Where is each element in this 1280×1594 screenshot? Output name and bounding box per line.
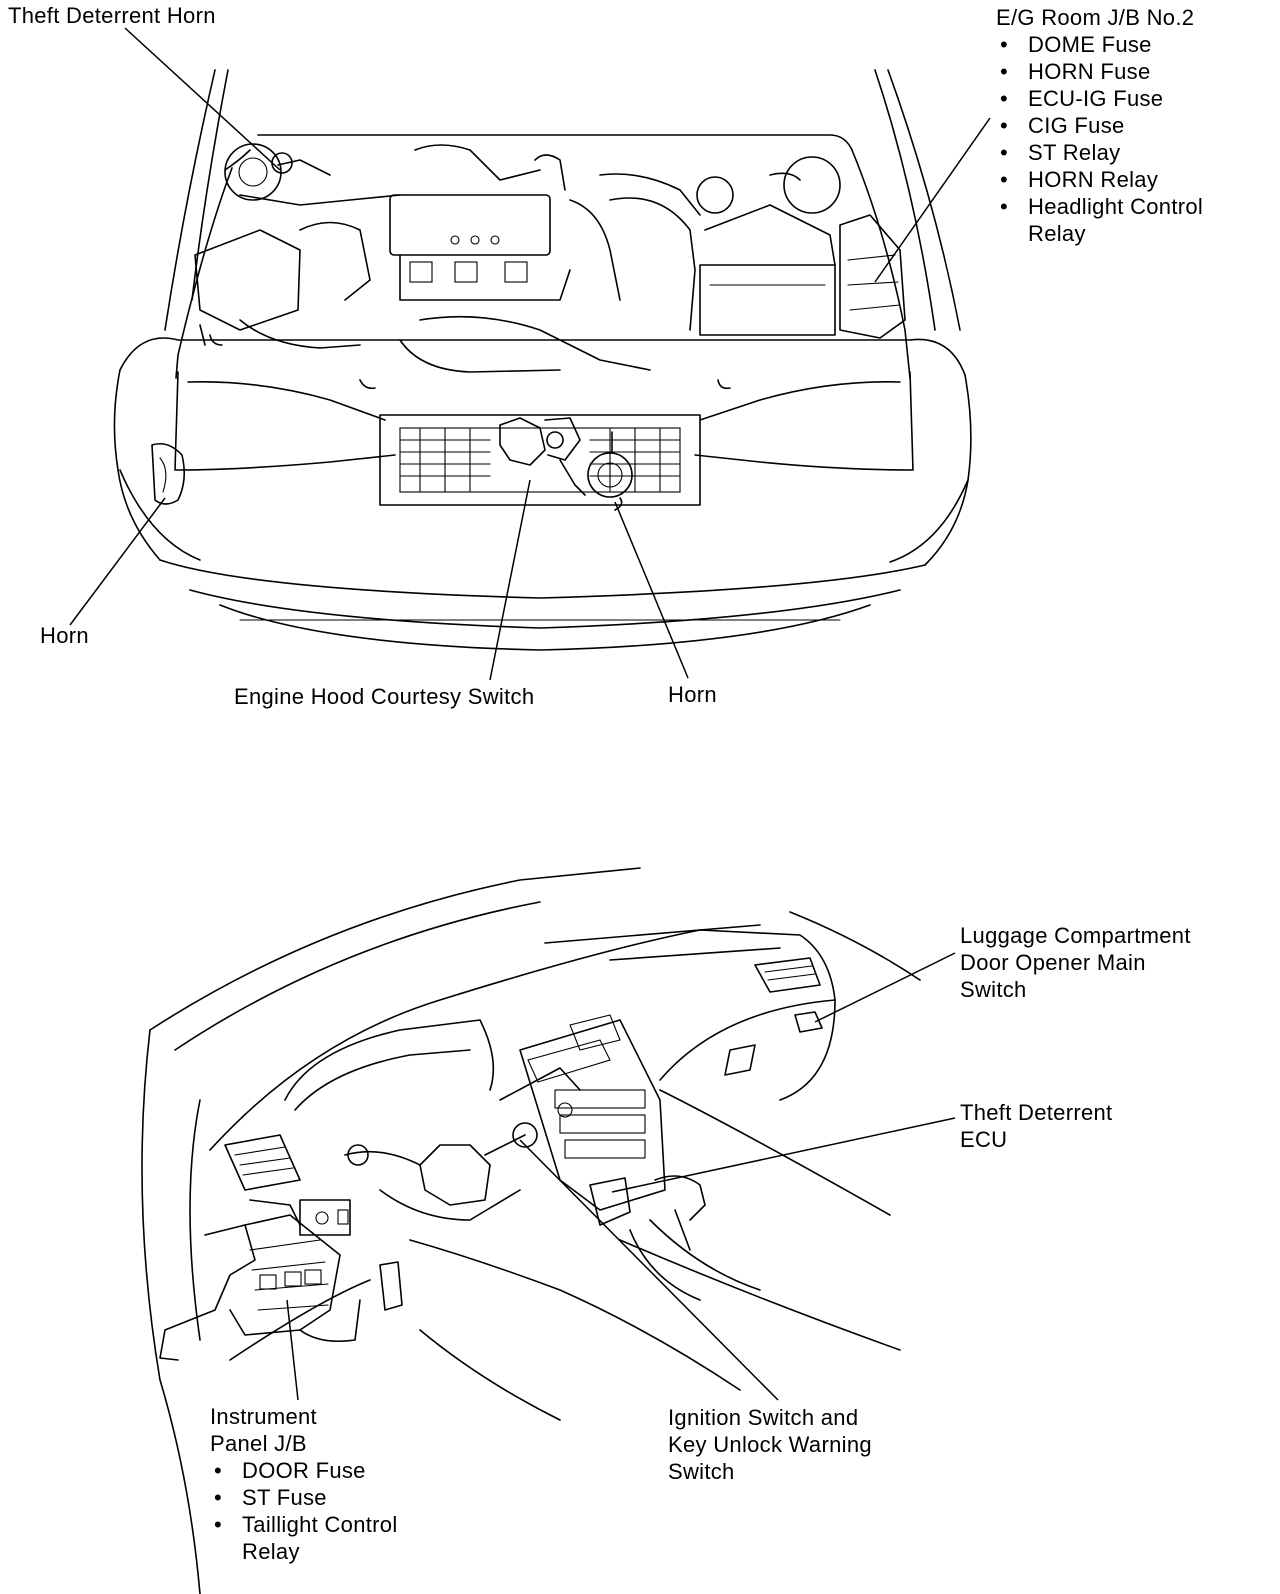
eg-room-jb-item-cont: Relay [1028,221,1086,246]
eg-room-jb-item: ST Relay [996,139,1203,166]
bottom-leader-lines [286,952,956,1401]
eg-room-jb-item: DOME Fuse [996,31,1203,58]
ignition-switch-line: Key Unlock Warning [668,1432,872,1457]
engine-compartment-drawing [113,69,972,651]
ignition-switch-line: Ignition Switch and [668,1405,859,1430]
luggage-switch-line: Luggage Compartment [960,923,1191,948]
theft-ecu-line: ECU [960,1127,1008,1152]
instrument-panel-drawing [141,867,921,1594]
label-eg-room-jb: E/G Room J/B No.2 DOME Fuse HORN Fuse EC… [996,4,1203,247]
ip-jb-title-line: Instrument [210,1404,317,1429]
label-luggage-opener-switch: Luggage Compartment Door Opener Main Swi… [960,922,1191,1003]
label-horn-left: Horn [40,623,89,648]
ip-jb-item: Taillight Control [210,1511,398,1538]
ip-jb-list: DOOR Fuse ST Fuse Taillight Control [210,1457,398,1538]
label-ignition-switch: Ignition Switch and Key Unlock Warning S… [668,1404,872,1485]
label-horn-right: Horn [668,682,717,707]
eg-room-jb-item: HORN Relay [996,166,1203,193]
eg-room-jb-title: E/G Room J/B No.2 [996,5,1195,30]
eg-room-jb-item: CIG Fuse [996,112,1203,139]
eg-room-jb-item: HORN Fuse [996,58,1203,85]
label-instrument-panel-jb: Instrument Panel J/B DOOR Fuse ST Fuse T… [210,1403,398,1565]
eg-room-jb-item: Headlight Control [996,193,1203,220]
label-theft-deterrent-horn: Theft Deterrent Horn [8,3,216,28]
ip-jb-item: DOOR Fuse [210,1457,398,1484]
ip-jb-item: ST Fuse [210,1484,398,1511]
theft-ecu-line: Theft Deterrent [960,1100,1113,1125]
luggage-switch-line: Door Opener Main [960,950,1146,975]
ip-jb-item-cont: Relay [242,1539,300,1564]
eg-room-jb-item: ECU-IG Fuse [996,85,1203,112]
label-engine-hood-courtesy-switch: Engine Hood Courtesy Switch [234,684,535,709]
ignition-switch-line: Switch [668,1459,735,1484]
label-theft-deterrent-ecu: Theft Deterrent ECU [960,1099,1112,1153]
top-leader-lines [69,27,991,681]
ip-jb-title-line: Panel J/B [210,1431,307,1456]
luggage-switch-line: Switch [960,977,1027,1002]
eg-room-jb-list: DOME Fuse HORN Fuse ECU-IG Fuse CIG Fuse… [996,31,1203,220]
